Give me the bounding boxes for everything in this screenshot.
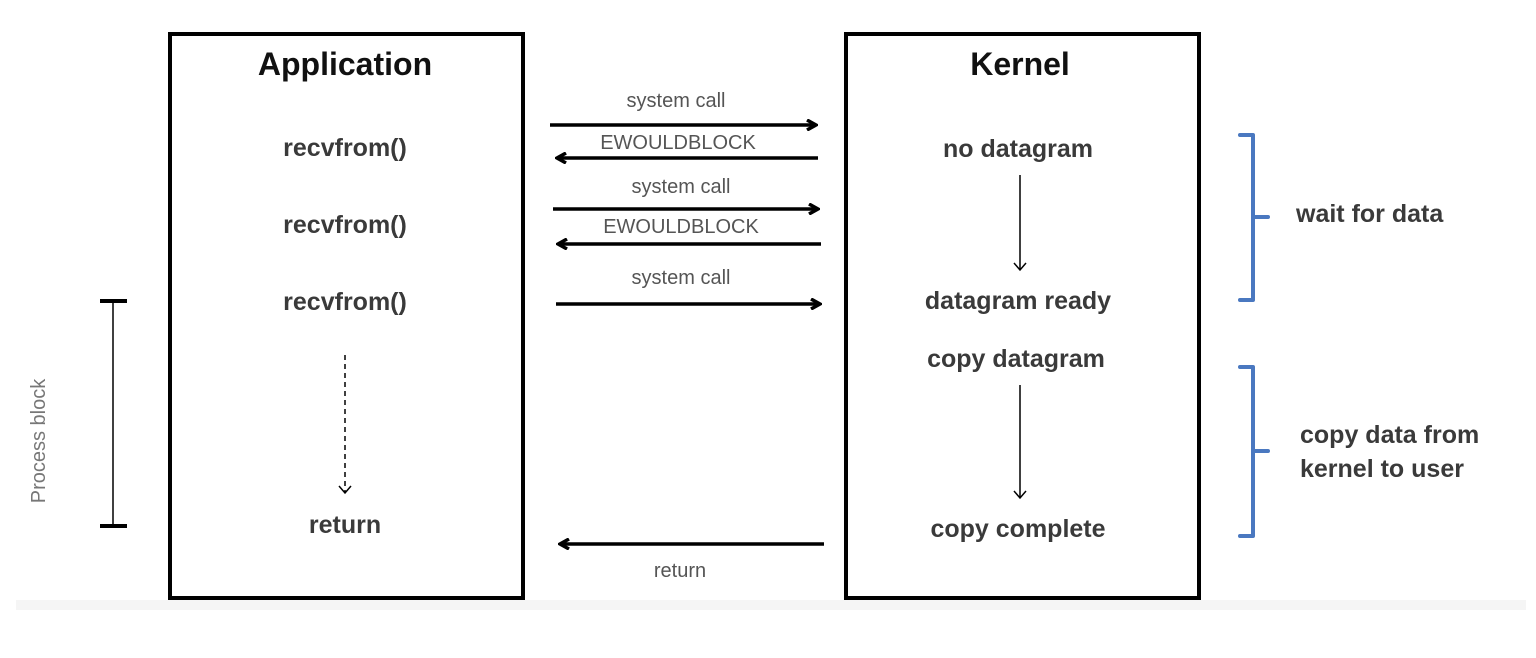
message-system-call-2: system call — [632, 176, 731, 198]
kernel-state-copy-complete: copy complete — [930, 515, 1105, 543]
app-step-recvfrom-1: recvfrom() — [283, 134, 407, 162]
message-return: return — [654, 560, 706, 582]
application-box — [168, 32, 525, 600]
bottom-band — [16, 600, 1526, 610]
app-step-recvfrom-3: recvfrom() — [283, 288, 407, 316]
kernel-title: Kernel — [970, 46, 1070, 82]
kernel-state-datagram-ready: datagram ready — [925, 287, 1111, 315]
kernel-box — [844, 32, 1201, 600]
process-block-label: Process block — [28, 378, 50, 503]
message-system-call-3: system call — [632, 267, 731, 289]
message-system-call-1: system call — [627, 90, 726, 112]
copy-bracket — [1238, 365, 1270, 538]
app-step-recvfrom-2: recvfrom() — [283, 211, 407, 239]
message-ewouldblock-1: EWOULDBLOCK — [600, 132, 756, 154]
message-ewouldblock-2: EWOULDBLOCK — [603, 216, 759, 238]
phase-wait-label: wait for data — [1295, 200, 1444, 228]
phase-copy-label-2: kernel to user — [1300, 455, 1464, 483]
wait-bracket — [1238, 133, 1270, 302]
application-title: Application — [258, 46, 432, 82]
app-step-return: return — [309, 511, 381, 539]
kernel-state-copy-datagram: copy datagram — [927, 345, 1105, 373]
kernel-state-no-datagram: no datagram — [943, 135, 1093, 163]
phase-copy-label-1: copy data from — [1300, 421, 1479, 449]
